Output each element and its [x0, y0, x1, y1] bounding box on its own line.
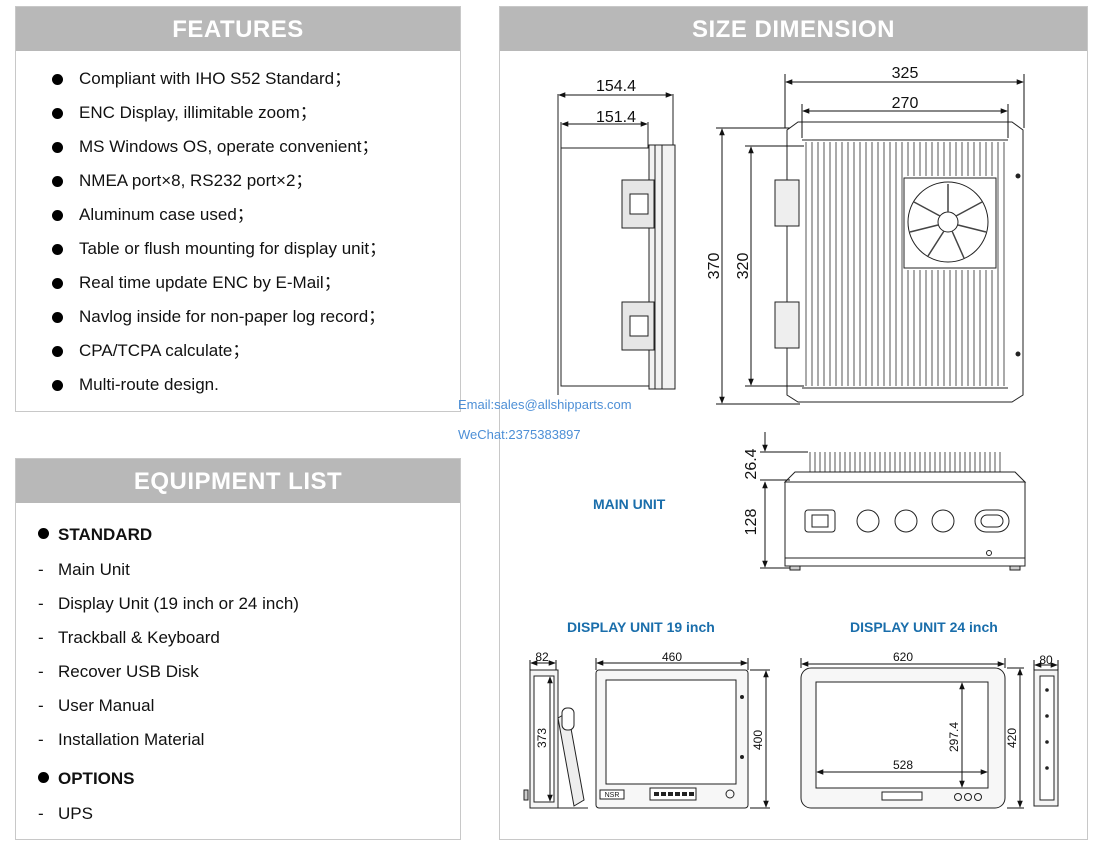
features-panel: FEATURES Compliant with IHO S52 Standard… — [15, 6, 461, 412]
main-unit-label: MAIN UNIT — [593, 496, 666, 512]
body-height-dim: 128 — [743, 509, 760, 536]
contact-wechat: WeChat:2375383897 — [458, 427, 581, 442]
d19-brand-label: NSR — [605, 792, 620, 799]
equipment-item: -Main Unit — [38, 560, 130, 579]
fin-height-dim: 26.4 — [743, 448, 760, 479]
equipment-item: -User Manual — [38, 696, 155, 715]
rear-dimension-lines — [760, 432, 808, 569]
side-inner-dim: 151.4 — [596, 109, 636, 126]
feature-item: Compliant with IHO S52 Standard； — [52, 67, 386, 101]
bullet-icon — [52, 108, 63, 119]
display24-front-dims — [800, 658, 1024, 809]
equipment-title: EQUIPMENT LIST — [16, 459, 460, 503]
d19-stand-dim: 373 — [535, 728, 549, 748]
front-outer-width-dim: 325 — [892, 65, 919, 82]
d24-height-dim: 420 — [1005, 728, 1019, 748]
feature-item: MS Windows OS, operate convenient； — [52, 135, 386, 169]
features-list: Compliant with IHO S52 Standard； ENC Dis… — [52, 67, 386, 407]
equipment-item: -UPS — [38, 804, 93, 823]
front-dimension-lines — [716, 74, 1025, 405]
display19-label: DISPLAY UNIT 19 inch — [567, 619, 715, 635]
front-outer-height-dim: 370 — [706, 253, 723, 280]
feature-item: ENC Display, illimitable zoom； — [52, 101, 386, 135]
bullet-icon — [38, 528, 49, 539]
feature-item: NMEA port×8, RS232 port×2； — [52, 169, 386, 203]
main-unit-rear-view — [783, 452, 1027, 571]
bullet-icon — [52, 244, 63, 255]
standard-heading: STANDARD — [38, 525, 152, 545]
features-title: FEATURES — [16, 7, 460, 51]
display19-front-view — [595, 669, 749, 809]
display19-side-dims — [529, 660, 557, 802]
equipment-item: -Recover USB Disk — [38, 662, 199, 681]
display24-label: DISPLAY UNIT 24 inch — [850, 619, 998, 635]
equipment-item: -Installation Material — [38, 730, 205, 749]
feature-item: Aluminum case used； — [52, 203, 386, 237]
front-inner-height-dim: 320 — [735, 253, 752, 280]
bullet-icon — [52, 312, 63, 323]
equipment-panel: EQUIPMENT LIST STANDARD -Main Unit -Disp… — [15, 458, 461, 840]
display24-side-dims — [1033, 660, 1059, 670]
front-inner-width-dim: 270 — [892, 95, 919, 112]
equipment-item: -Display Unit (19 inch or 24 inch) — [38, 594, 299, 613]
bullet-icon — [52, 380, 63, 391]
bullet-icon — [52, 176, 63, 187]
d19-height-dim: 400 — [751, 730, 765, 750]
display19-side-view — [523, 669, 588, 809]
d19-depth-dim: 82 — [535, 650, 549, 664]
side-outer-dim: 154.4 — [596, 78, 636, 95]
d24-depth-dim: 80 — [1039, 653, 1053, 667]
options-heading: OPTIONS — [38, 769, 135, 789]
d24-screen-height-dim: 297.4 — [947, 722, 961, 752]
display24-side-view — [1033, 669, 1059, 807]
main-unit-side-view — [557, 94, 676, 395]
feature-item: Multi-route design. — [52, 373, 386, 407]
d24-screen-width-dim: 528 — [893, 758, 913, 772]
equipment-item: -Trackball & Keyboard — [38, 628, 220, 647]
size-title: SIZE DIMENSION — [500, 7, 1087, 51]
display19-front-dims — [595, 658, 770, 809]
display24-front-view — [800, 667, 1006, 809]
main-unit-front-view — [774, 121, 1024, 403]
bullet-icon — [52, 74, 63, 85]
bullet-icon — [38, 772, 49, 783]
bullet-icon — [52, 278, 63, 289]
side-dimension-lines — [558, 92, 673, 127]
contact-email: Email:sales@allshipparts.com — [458, 397, 632, 412]
bullet-icon — [52, 346, 63, 357]
bullet-icon — [52, 210, 63, 221]
d24-width-dim: 620 — [893, 650, 913, 664]
bullet-icon — [52, 142, 63, 153]
feature-item: Navlog inside for non-paper log record； — [52, 305, 386, 339]
feature-item: CPA/TCPA calculate； — [52, 339, 386, 373]
d19-width-dim: 460 — [662, 650, 682, 664]
feature-item: Table or flush mounting for display unit… — [52, 237, 386, 271]
feature-item: Real time update ENC by E-Mail； — [52, 271, 386, 305]
